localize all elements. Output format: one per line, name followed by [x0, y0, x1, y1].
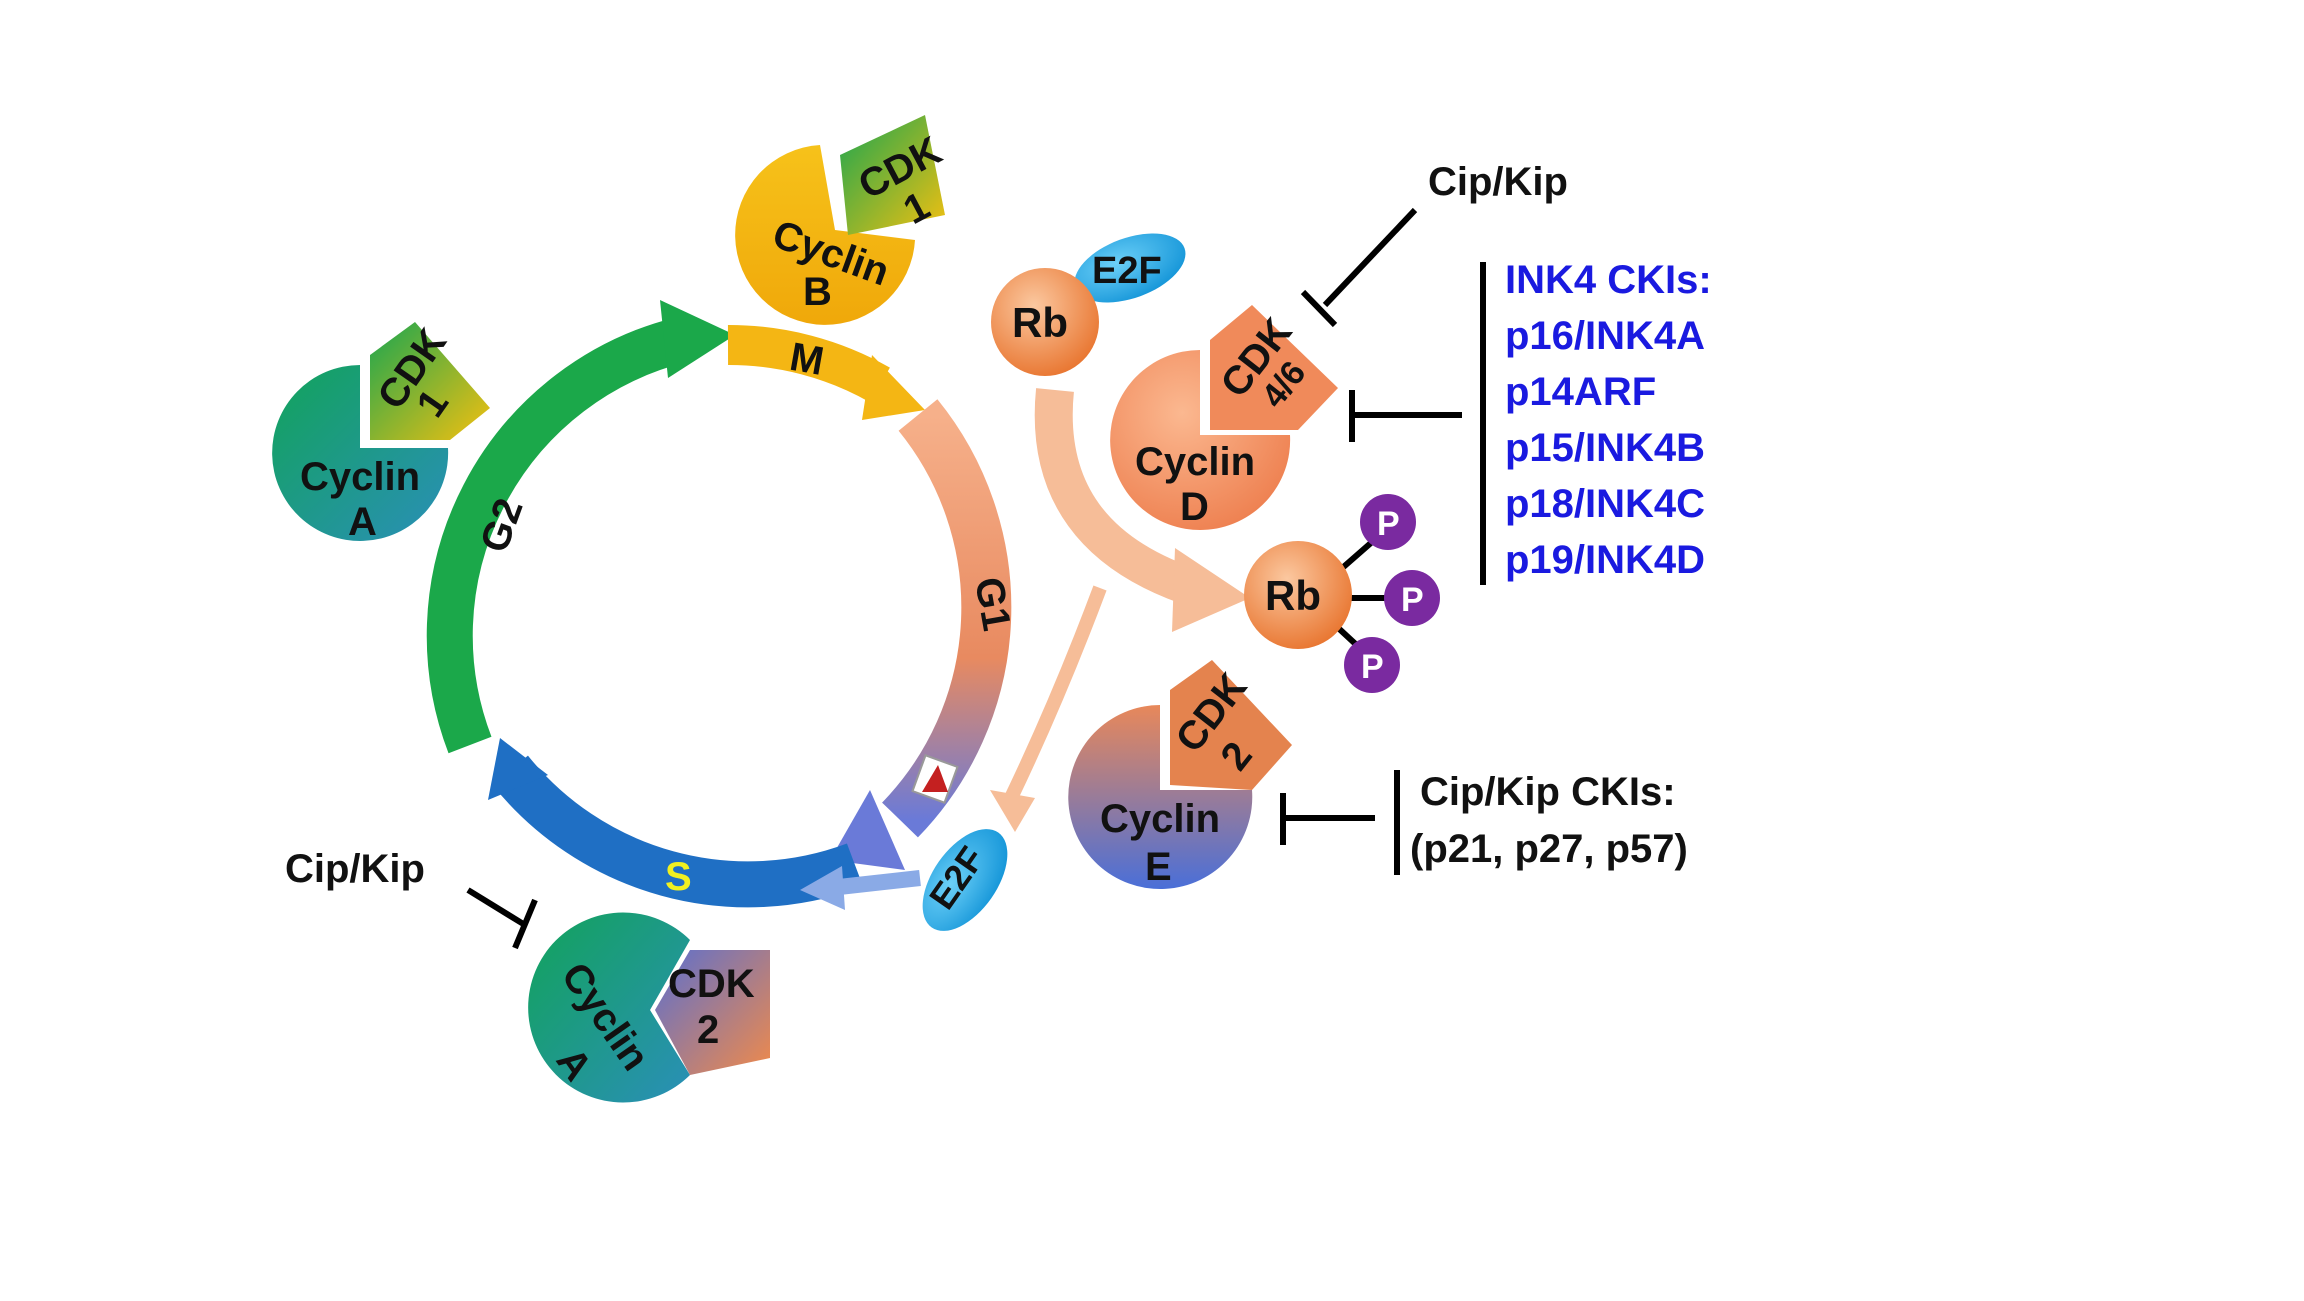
m-phase-arrow [727, 324, 890, 403]
cyclin-d-shape [1110, 350, 1291, 530]
cyclin-b-shape [735, 145, 915, 325]
cyclin-a-cdk2-complex: CDK 2 Cyclin A [528, 912, 770, 1103]
cip-kip-top-inhibition: Cip/Kip [1300, 160, 1568, 328]
cyclin-e-shape [1068, 705, 1253, 889]
cyclin-a-label: Cyclin [300, 455, 420, 499]
e2f-top-shape [1074, 233, 1186, 303]
m-arrowhead [862, 355, 925, 420]
cyclin-d-sub: D [1180, 485, 1209, 529]
phospho-rb: Rb P P P [1244, 494, 1440, 693]
cip-kip-cki-members: (p21, p27, p57) [1410, 827, 1688, 871]
cip-kip-bottom-inhibition: Cip/Kip [285, 847, 538, 950]
s-phase-arrow [492, 755, 864, 908]
phosphate-1-label: P [1377, 505, 1400, 543]
cyclin-d-cdk46-complex: CDK 4/6 Cyclin D [1110, 305, 1338, 530]
rb-phosphorylation-arrow [990, 388, 1250, 832]
e2f-bottom-arrowhead [800, 866, 845, 910]
ink4-item-0: INK4 CKIs: [1505, 258, 1712, 302]
rb-e2f-complex: E2F Rb [991, 233, 1186, 376]
phosphate-3 [1344, 637, 1400, 693]
ink4-item-5: p19/INK4D [1505, 538, 1705, 582]
cip-kip-cki-title: Cip/Kip CKIs: [1420, 770, 1676, 814]
ink4-item-2: p14ARF [1505, 370, 1656, 414]
e2f-bottom-shape [922, 829, 1008, 931]
cyclin-d-label: Cyclin [1135, 440, 1255, 484]
cyclin-a2-shape [528, 912, 690, 1103]
cdk1-shape [370, 322, 490, 440]
ink4-item-3: p15/INK4B [1505, 426, 1705, 470]
cdk2-a-sub: 2 [697, 1008, 719, 1052]
e2f-release-arrow [1003, 585, 1107, 804]
cyclin-e-cdk2-complex: CDK 2 Cyclin E [1068, 660, 1292, 889]
cyclin-e-sub: E [1145, 845, 1172, 889]
cyclin-a-sub: A [348, 500, 377, 544]
cyclin-b-sub: B [803, 270, 832, 314]
phosphate-3-label: P [1361, 648, 1384, 686]
cdk2-e-shape [1170, 660, 1292, 790]
cyclin-e-label: Cyclin [1100, 797, 1220, 841]
ink4-item-4: p18/INK4C [1505, 482, 1705, 526]
cip-kip-bottom-label: Cip/Kip [285, 847, 425, 891]
restriction-point-icon [922, 765, 948, 792]
m-label: M [787, 335, 827, 384]
s-arrowhead [488, 738, 548, 800]
phosphate-2-label: P [1401, 581, 1424, 619]
ink4-inhibition [1349, 262, 1486, 585]
cip-kip-cki-inhibition: Cip/Kip CKIs: (p21, p27, p57) [1280, 770, 1688, 875]
s-label: S [665, 855, 692, 899]
cdk2-a-shape [655, 950, 770, 1075]
g1-label: G1 [966, 574, 1019, 634]
cyclin-a-shape [272, 365, 449, 541]
rb-phospho-label: Rb [1265, 572, 1321, 619]
e2f-top-label: E2F [1092, 250, 1162, 292]
ink4-item-1: p16/INK4A [1505, 314, 1705, 358]
rb-phospho-shape [1244, 541, 1352, 649]
cell-cycle-ring: G2 M G1 S [426, 300, 1019, 908]
phosphate-1 [1360, 494, 1416, 550]
rb-top-label: Rb [1012, 299, 1068, 346]
cip-kip-top-label: Cip/Kip [1428, 160, 1568, 204]
phosphate-2 [1384, 570, 1440, 626]
cyclin-b-cdk1-complex: CDK 1 Cyclin B [735, 115, 949, 325]
cdk2-a-label: CDK [668, 962, 755, 1006]
g2-arrowhead [660, 300, 735, 378]
ink4-cki-list: INK4 CKIs: p16/INK4A p14ARF p15/INK4B p1… [1505, 258, 1712, 582]
g2-phase-arrow [426, 317, 686, 754]
cdk1-b-shape [840, 115, 945, 235]
e2f-bottom: E2F [800, 829, 1008, 931]
cyclin-a-cdk1-complex: CDK 1 Cyclin A [272, 321, 490, 544]
cdk46-shape [1210, 305, 1338, 430]
rb-top-shape [991, 268, 1099, 376]
